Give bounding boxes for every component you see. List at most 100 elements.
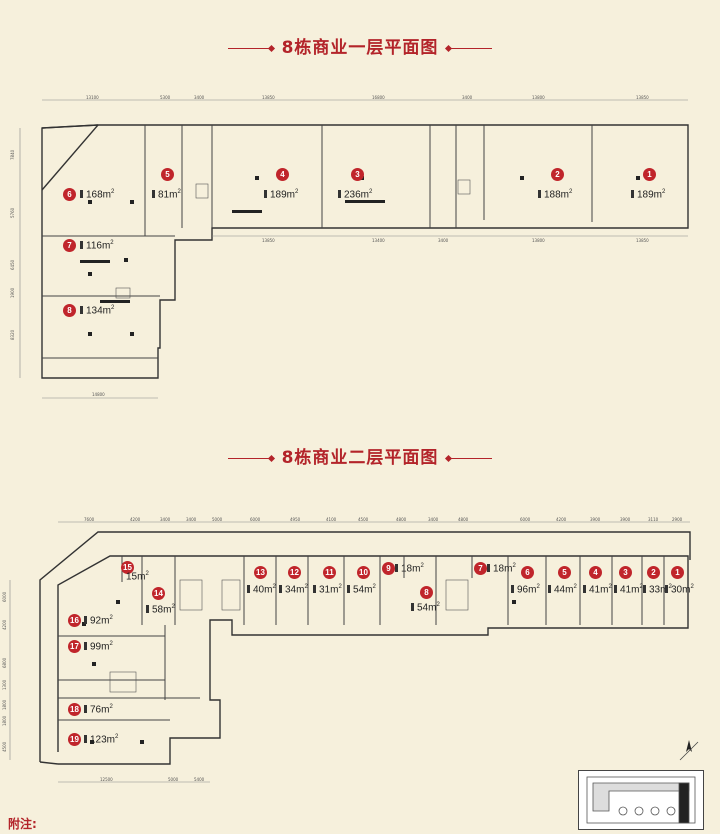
unit-area-label: 81m2 [152, 189, 181, 200]
area-marker-icon [411, 603, 414, 612]
unit-badge: 3 [351, 168, 364, 181]
floor1-dimension-lines [19, 99, 688, 399]
area-marker-icon [347, 585, 350, 594]
title-decoration-left [227, 457, 272, 459]
dimension-label: 7600 [84, 517, 95, 522]
unit-area-label: 58m2 [146, 604, 175, 615]
unit-badge: 17 [68, 640, 81, 653]
dimension-label: 12500 [100, 777, 113, 782]
dimension-label: 3400 [194, 95, 205, 100]
dimension-label: 6800 [2, 657, 7, 668]
floor2-title-text: 8栋商业二层平面图 [281, 448, 439, 468]
dimension-label: 6000 [250, 517, 261, 522]
unit-badge: 2 [647, 566, 660, 579]
unit-area-label: 44m2 [548, 584, 577, 595]
unit-badge: 11 [323, 566, 336, 579]
unit-badge: 18 [68, 703, 81, 716]
area-marker-icon [84, 705, 87, 714]
unit-area-label: 189m2 [631, 189, 665, 200]
area-marker-icon [84, 642, 87, 651]
unit-badge: 5 [558, 566, 571, 579]
dimension-label: 4200 [2, 619, 7, 630]
area-marker-icon [84, 616, 87, 625]
area-marker-icon [583, 585, 586, 594]
north-arrow-icon [679, 740, 699, 761]
floor2-title: 8栋商业二层平面图 [0, 443, 720, 468]
title-decoration-right [448, 47, 493, 49]
unit-area-label: 92m2 [84, 615, 113, 626]
area-marker-icon [395, 564, 398, 573]
dimension-label: 3400 [428, 517, 439, 522]
unit-badge: 10 [357, 566, 370, 579]
area-marker-icon [511, 585, 514, 594]
area-marker-icon [84, 735, 87, 744]
floor1-columns [80, 176, 640, 336]
unit-badge: 19 [68, 733, 81, 746]
unit-badge: 4 [276, 168, 289, 181]
unit-area-label: 116m2 [80, 240, 114, 251]
dimension-label: 13850 [636, 95, 649, 100]
dimension-label: 1800 [2, 699, 7, 710]
dimension-label: 4100 [326, 517, 337, 522]
dimension-label: 13850 [262, 238, 275, 243]
area-marker-icon [631, 190, 634, 199]
dimension-label: 3400 [160, 517, 171, 522]
dimension-label: 2900 [672, 517, 683, 522]
note-label: 附注: [8, 817, 37, 831]
dimension-label: 13850 [636, 238, 649, 243]
unit-area-label: 40m2 [247, 584, 276, 595]
dimension-label: 5300 [160, 95, 171, 100]
unit-badge: 8 [420, 586, 433, 599]
unit-area-label: 31m2 [313, 584, 342, 595]
area-marker-icon [247, 585, 250, 594]
dimension-label: 4200 [556, 517, 567, 522]
dimension-label: 1300 [2, 679, 7, 690]
dimension-label: 8320 [10, 329, 15, 340]
unit-area-label: 54m2 [411, 602, 440, 613]
unit-badge: 7 [474, 562, 487, 575]
area-marker-icon [338, 190, 341, 199]
dimension-label: 3400 [186, 517, 197, 522]
unit-badge: 4 [589, 566, 602, 579]
unit-badge: 12 [288, 566, 301, 579]
unit-badge: 5 [161, 168, 174, 181]
dimension-label: 4950 [290, 517, 301, 522]
dimension-label: 3110 [648, 517, 659, 522]
unit-area-label: 189m2 [264, 189, 298, 200]
dimension-label: 6000 [2, 591, 7, 602]
unit-area-label: 41m2 [583, 584, 612, 595]
unit-area-label: 34m2 [279, 584, 308, 595]
area-marker-icon [264, 190, 267, 199]
dimension-label: 13850 [262, 95, 275, 100]
title-decoration-right [448, 457, 493, 459]
dimension-label: 5760 [10, 207, 15, 218]
floor2-columns [82, 600, 516, 744]
floor1-partitions [42, 125, 593, 359]
unit-area-label: 30m2 [665, 584, 694, 595]
unit-badge: 16 [68, 614, 81, 627]
dimension-label: 1900 [10, 287, 15, 298]
unit-badge: 8 [63, 304, 76, 317]
unit-badge: 7 [63, 239, 76, 252]
dimension-label: 13400 [372, 238, 385, 243]
dimension-label: 4800 [396, 517, 407, 522]
dimension-label: 4500 [2, 741, 7, 752]
dimension-label: 4500 [358, 517, 369, 522]
unit-area-label: 123m2 [84, 734, 118, 745]
dimension-label: 3900 [620, 517, 631, 522]
area-marker-icon [487, 564, 490, 573]
dimension-label: 13800 [532, 95, 545, 100]
floor1-stairs [115, 179, 471, 299]
dimension-label: 7840 [10, 149, 15, 160]
dimension-label: 5400 [194, 777, 205, 782]
area-marker-icon [279, 585, 282, 594]
dimension-label: 6000 [520, 517, 531, 522]
area-marker-icon [80, 190, 83, 199]
unit-area-label: 76m2 [84, 704, 113, 715]
dimension-label: 3400 [438, 238, 449, 243]
key-map-drawing [586, 776, 696, 824]
unit-area-label: 96m2 [511, 584, 540, 595]
unit-badge: 13 [254, 566, 267, 579]
area-marker-icon [152, 190, 155, 199]
unit-area-label: 15m2 [126, 571, 149, 583]
